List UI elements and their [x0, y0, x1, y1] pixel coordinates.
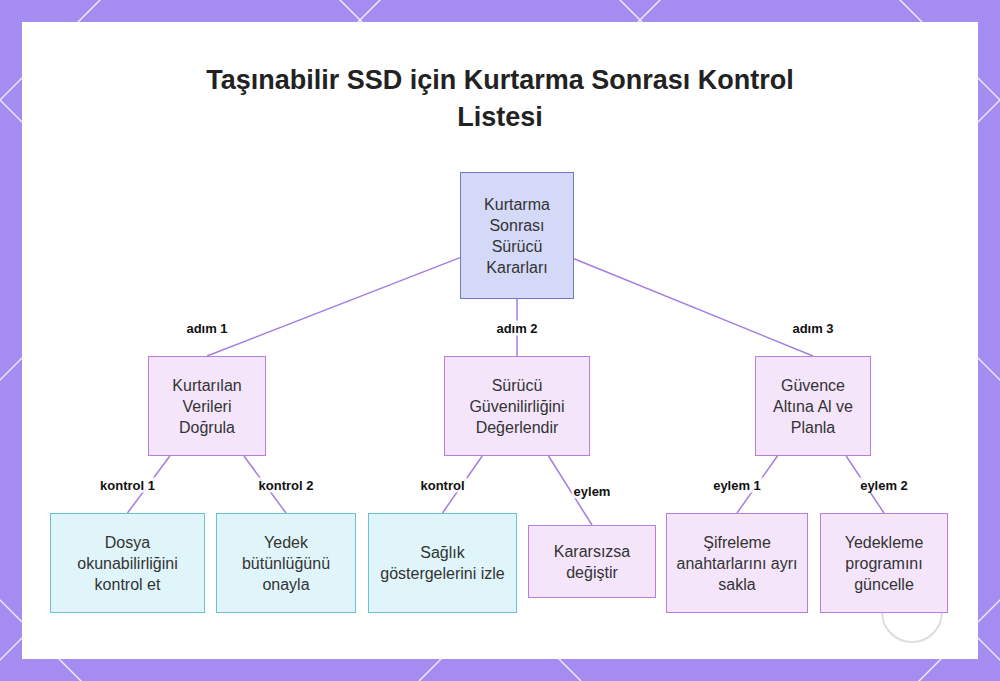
- connector-line: [207, 258, 460, 356]
- node-text-group: Sağlık göstergelerini izle: [377, 542, 508, 584]
- node-label: Yedekleme programını güncelle: [829, 532, 939, 595]
- node-text-group: Güvence Altına Al ve Planla: [764, 375, 862, 438]
- connector-line: [574, 259, 813, 356]
- node-label: Sürücü Güvenilirliğini Değerlendir: [453, 375, 581, 438]
- node-text-group: Sürücü Güvenilirliğini Değerlendir: [453, 375, 581, 438]
- step-box: Sürücü Güvenilirliğini Değerlendir: [444, 356, 590, 456]
- root-box: Kurtarma Sonrası Sürücü Kararları: [460, 172, 574, 299]
- node-label: Kararsızsa değiştir: [537, 541, 647, 583]
- node-label: Güvence Altına Al ve Planla: [764, 375, 862, 438]
- edge-label: eylem 1: [711, 477, 763, 492]
- edge-label: adım 3: [790, 320, 835, 335]
- panel: [22, 22, 978, 659]
- node-text-group: Kurtarma Sonrası Sürücü Kararları: [469, 194, 565, 278]
- edge-label: kontrol 1: [98, 477, 157, 492]
- node-label: Dosya okunabilirliğini kontrol et: [59, 532, 196, 595]
- check-box: Sağlık göstergelerini izle: [368, 513, 517, 613]
- node-text-group: Dosya okunabilirliğini kontrol et: [59, 532, 196, 595]
- edge-label: kontrol 2: [257, 477, 316, 492]
- edge-label: eylem 2: [858, 477, 910, 492]
- check-box: Dosya okunabilirliğini kontrol et: [50, 513, 205, 613]
- edge-label: adım 2: [494, 320, 539, 335]
- node-text-group: Yedek bütünlüğünü onayla: [225, 532, 347, 595]
- action-box: Kararsızsa değiştir: [528, 525, 656, 598]
- node-text-group: Yedekleme programını güncelle: [829, 532, 939, 595]
- step-box: Güvence Altına Al ve Planla: [755, 356, 871, 456]
- edge-label: kontrol: [418, 477, 466, 492]
- edge-label: adım 1: [184, 320, 229, 335]
- node-label: Kurtarılan Verileri Doğrula: [157, 375, 257, 438]
- check-box: Yedek bütünlüğünü onayla: [216, 513, 356, 613]
- node-label: Yedek bütünlüğünü onayla: [225, 532, 347, 595]
- edge-label: eylem: [572, 483, 613, 498]
- step-box: Kurtarılan Verileri Doğrula: [148, 356, 266, 456]
- node-text-group: Şifreleme anahtarlarını ayrı sakla: [675, 532, 799, 595]
- node-label: Sağlık göstergelerini izle: [377, 542, 508, 584]
- diagram-title: Taşınabilir SSD için Kurtarma Sonrası Ko…: [200, 62, 800, 136]
- node-label: Kurtarma Sonrası Sürücü Kararları: [469, 194, 565, 278]
- action-box: Yedekleme programını güncelle: [820, 513, 948, 613]
- node-text-group: Kurtarılan Verileri Doğrula: [157, 375, 257, 438]
- node-label: Şifreleme anahtarlarını ayrı sakla: [675, 532, 799, 595]
- action-box: Şifreleme anahtarlarını ayrı sakla: [666, 513, 808, 613]
- node-text-group: Kararsızsa değiştir: [537, 541, 647, 583]
